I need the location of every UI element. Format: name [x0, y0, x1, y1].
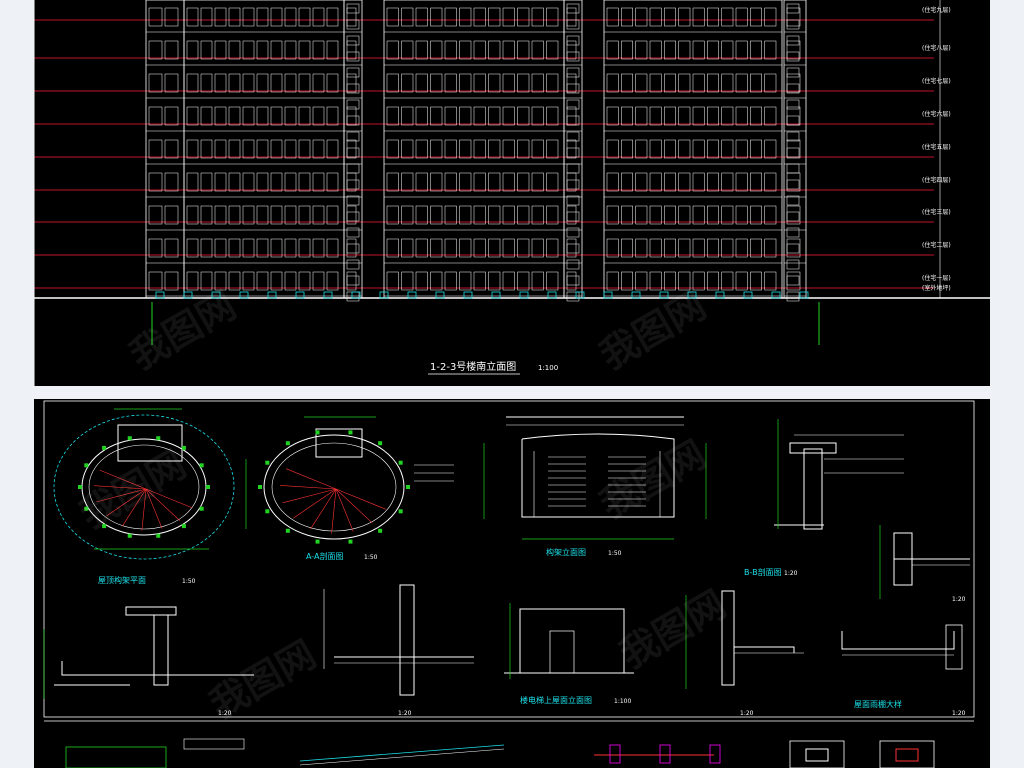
parapet-top-detail	[879, 525, 970, 599]
floor-level-label: (住宅七层)	[922, 77, 951, 85]
detail-scale-right: 1:20	[740, 710, 754, 717]
facade-bay	[343, 0, 363, 299]
floor-level-label: (住宅二层)	[922, 241, 951, 249]
detail-drawings: 屋顶构架平面 1:50 A-A剖面图 1:50	[43, 400, 975, 768]
section-bb-scale: 1:20	[784, 570, 798, 577]
facade-bay	[183, 0, 345, 299]
roof-canopy-title: 屋面雨棚大样	[854, 699, 902, 709]
roof-frame-plan-scale: 1:50	[182, 578, 196, 585]
floor-level-label: (住宅一层)	[922, 274, 951, 282]
roof-frame-plan-detail	[53, 408, 235, 560]
footing-markers	[155, 291, 809, 299]
elevation-drawing-panel: (住宅九层) (住宅八层) (住宅七层) (住宅六层) (住宅五层) (住宅四层) (住宅三…	[34, 0, 990, 386]
gutter-detail-left	[43, 606, 254, 699]
frame-elevation-scale: 1:50	[608, 550, 622, 557]
detail-sheet-frame	[43, 400, 975, 718]
section-aa-title: A-A剖面图	[306, 551, 343, 561]
floor-level-lines	[34, 0, 941, 298]
next-sheet-strip	[65, 738, 935, 768]
details-drawing-panel: 屋顶构架平面 1:50 A-A剖面图 1:50	[34, 399, 990, 768]
elevator-roof-scale: 1:100	[614, 698, 631, 705]
floor-level-label: (室外地坪)	[922, 284, 951, 292]
section-aa-detail	[245, 416, 454, 544]
floor-level-label: (住宅六层)	[922, 110, 951, 118]
floor-level-label: (住宅九层)	[922, 6, 951, 14]
elevation-title: 1-2-3号楼南立面图	[430, 360, 516, 373]
detail-scale-top-right: 1:20	[952, 596, 966, 603]
elevator-roof-title: 楼电梯上屋面立面图	[520, 695, 592, 705]
frame-elevation-detail	[483, 416, 707, 540]
detail-scale-canopy: 1:20	[952, 710, 966, 717]
facade-bay	[783, 0, 807, 299]
section-bb-detail	[774, 419, 904, 530]
detail-scale-mid: 1:20	[398, 710, 412, 717]
floor-level-label: (住宅四层)	[922, 176, 951, 184]
elevator-roof-elevation-detail	[504, 603, 634, 679]
roof-canopy-detail	[841, 624, 963, 670]
building-facade	[145, 0, 807, 302]
gutter-detail-right	[685, 590, 804, 689]
floor-level-label: (住宅三层)	[922, 208, 951, 216]
section-aa-scale: 1:50	[364, 554, 378, 561]
detail-scale-left: 1:20	[218, 710, 232, 717]
facade-bay	[563, 0, 583, 299]
floor-level-labels: (住宅九层) (住宅八层) (住宅七层) (住宅六层) (住宅五层) (住宅四层) (住宅三…	[922, 6, 951, 292]
roof-frame-plan-title: 屋顶构架平面	[98, 575, 146, 585]
floor-level-label: (住宅八层)	[922, 44, 951, 52]
elevation-drawing: (住宅九层) (住宅八层) (住宅七层) (住宅六层) (住宅五层) (住宅四层) (住宅三…	[34, 0, 990, 386]
floor-level-label: (住宅五层)	[922, 143, 951, 151]
frame-elevation-title: 构架立面图	[546, 547, 586, 557]
elevation-scale: 1:100	[538, 364, 558, 372]
section-bb-title: B-B剖面图	[744, 567, 782, 577]
parapet-section-detail	[323, 584, 474, 696]
